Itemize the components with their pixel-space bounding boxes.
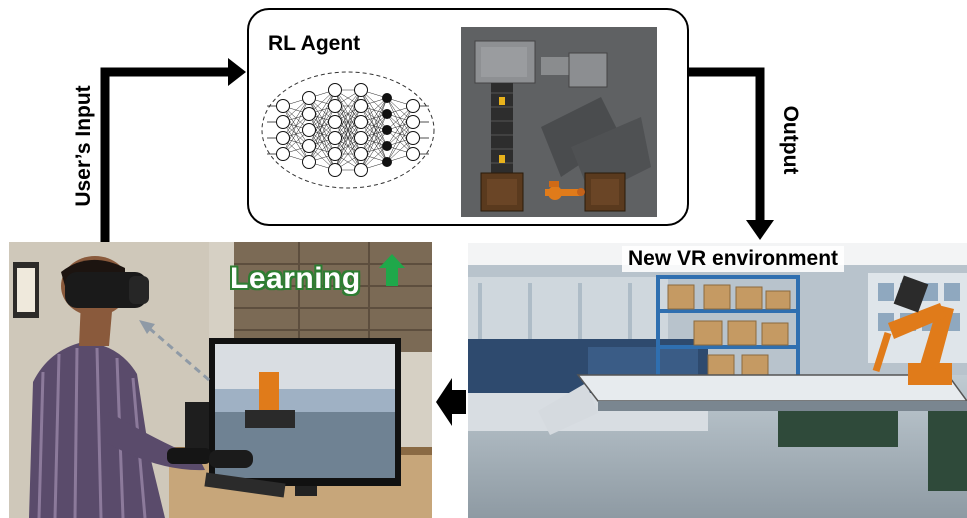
neural-network-diagram <box>255 68 441 192</box>
nn-neuron <box>328 131 342 145</box>
nn-edge <box>308 105 336 163</box>
nn-neuron <box>328 83 342 97</box>
output-arrowhead <box>746 220 774 240</box>
vr-environment-render <box>468 243 967 518</box>
nn-edge <box>282 97 310 139</box>
agent-title: RL Agent <box>268 32 361 55</box>
nn-edge <box>308 89 336 147</box>
output-arrow <box>689 67 765 222</box>
user-vr-photo <box>9 242 432 518</box>
nn-neuron <box>328 99 342 113</box>
nn-neuron <box>328 147 342 161</box>
nn-neuron <box>302 91 316 105</box>
nn-neuron <box>354 115 368 129</box>
nn-edge <box>334 89 362 139</box>
output-label: Output <box>779 105 802 175</box>
nn-edge <box>360 97 388 139</box>
user-input-arrow <box>100 67 230 243</box>
nn-edge <box>360 97 388 155</box>
nn-neuron <box>354 163 368 177</box>
nn-neuron <box>302 123 316 137</box>
nn-neuron <box>354 83 368 97</box>
nn-edge <box>282 113 310 155</box>
nn-edge <box>334 121 362 171</box>
nn-neuron <box>354 131 368 145</box>
nn-neuron <box>354 99 368 113</box>
nn-neuron <box>302 155 316 169</box>
nn-neuron <box>382 125 392 135</box>
learning-caption: Learning <box>230 262 361 295</box>
nn-neuron <box>276 147 290 161</box>
nn-neuron <box>302 107 316 121</box>
nn-edge <box>282 97 310 155</box>
nn-neuron <box>276 115 290 129</box>
nn-neuron <box>328 163 342 177</box>
nn-neuron <box>382 93 392 103</box>
nn-neuron <box>302 139 316 153</box>
nn-edge <box>360 129 388 171</box>
nn-edge <box>308 121 336 163</box>
nn-neuron <box>382 157 392 167</box>
nn-edge <box>386 105 414 163</box>
nn-neuron <box>406 99 420 113</box>
simulation-top-view <box>461 27 657 217</box>
new-vr-environment-caption: New VR environment <box>622 246 845 272</box>
nn-neuron <box>354 147 368 161</box>
nn-edge <box>308 89 336 131</box>
nn-edge <box>360 113 388 171</box>
nn-neuron <box>406 115 420 129</box>
user-input-arrowhead <box>228 58 246 86</box>
nn-neuron <box>276 99 290 113</box>
nn-neuron <box>406 131 420 145</box>
nn-edge <box>386 105 414 147</box>
nn-neuron <box>276 131 290 145</box>
nn-neuron <box>328 115 342 129</box>
user-input-label: User’s Input <box>72 85 95 207</box>
nn-neuron <box>382 109 392 119</box>
nn-edge <box>386 121 414 163</box>
left-arrow-icon <box>436 378 466 426</box>
up-arrow-icon <box>379 254 405 286</box>
nn-neuron <box>406 147 420 161</box>
nn-neuron <box>382 141 392 151</box>
